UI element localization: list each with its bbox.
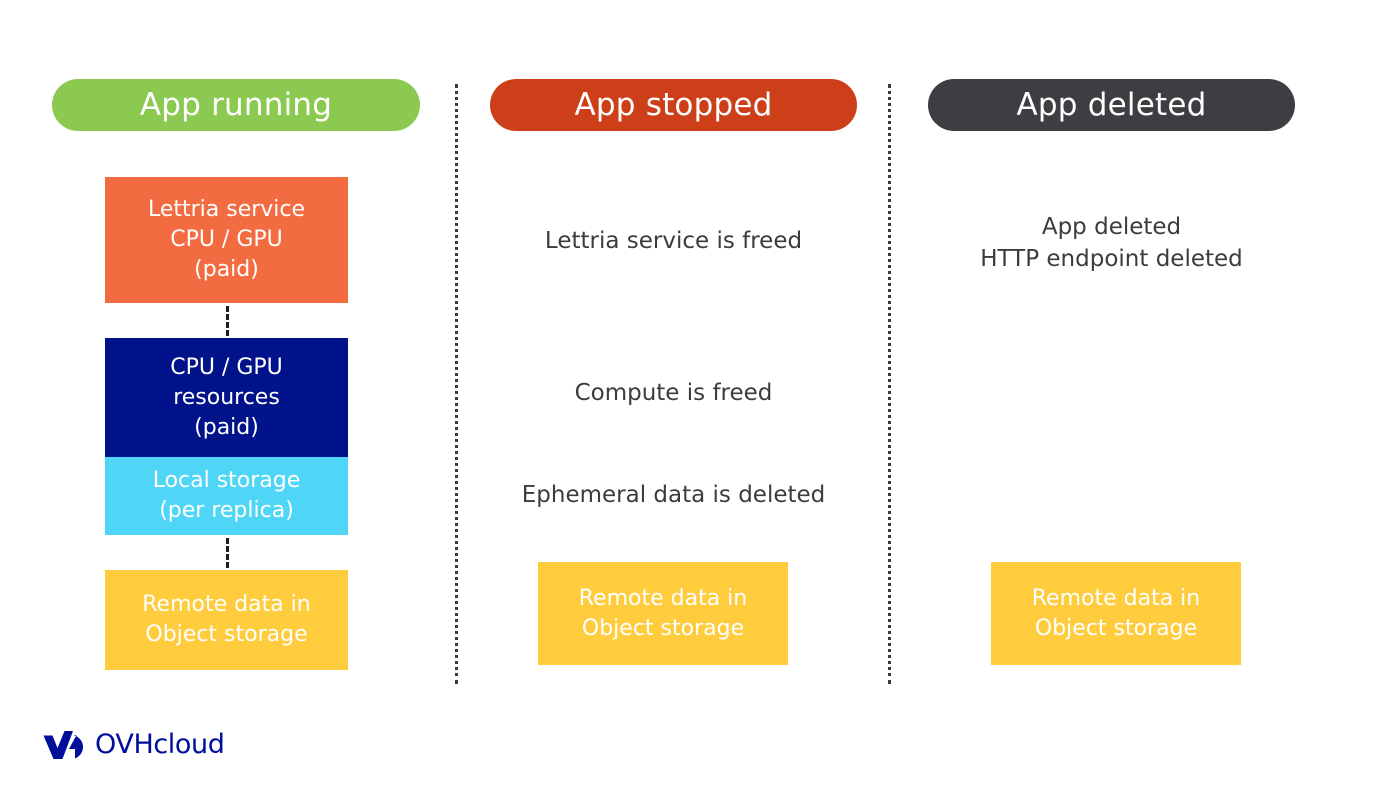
ovhcloud-logo: OVHcloud [42, 729, 225, 760]
block-line: Lettria service [147, 197, 306, 222]
block-remote-object-storage-running: Remote data in Object storage [105, 570, 348, 670]
block-line: Local storage [152, 468, 301, 493]
column-separator-2 [888, 84, 891, 684]
column-separator-1 [455, 84, 458, 684]
note-ephemeral-data-deleted: Ephemeral data is deleted [521, 482, 826, 508]
connector-lettria-to-compute [226, 306, 229, 336]
note-line: HTTP endpoint deleted [980, 246, 1243, 272]
block-remote-object-storage-deleted: Remote data in Object storage [991, 562, 1241, 665]
column-header-app-running: App running [52, 79, 420, 131]
block-line: Remote data in [1031, 585, 1201, 611]
note-app-deleted: App deleted HTTP endpoint deleted [928, 211, 1295, 275]
column-header-app-stopped: App stopped [490, 79, 857, 131]
note-lettria-service-freed: Lettria service is freed [544, 228, 803, 254]
block-line: Object storage [145, 622, 308, 647]
connector-local-to-remote [226, 538, 229, 568]
ovhcloud-logo-text: OVHcloud [95, 729, 225, 760]
block-line: Remote data in [578, 585, 748, 611]
column-header-app-deleted: App deleted [928, 79, 1295, 131]
block-local-storage: Local storage (per replica) [105, 457, 348, 535]
block-cpu-gpu-resources: CPU / GPU resources (paid) [105, 338, 348, 457]
block-line: CPU / GPU [170, 227, 283, 252]
note-line: App deleted [1041, 214, 1182, 240]
block-line: resources [173, 384, 280, 410]
ovhcloud-mark-icon [43, 731, 84, 759]
block-line: CPU / GPU [170, 354, 283, 380]
block-remote-object-storage-stopped: Remote data in Object storage [538, 562, 788, 665]
block-line: Object storage [581, 615, 745, 641]
block-lettria-service: Lettria service CPU / GPU (paid) [105, 177, 348, 303]
block-line: (paid) [194, 257, 259, 282]
block-line: (per replica) [159, 498, 294, 523]
block-line: Object storage [1034, 615, 1198, 641]
block-line: Remote data in [142, 592, 311, 617]
block-line: (paid) [194, 414, 259, 440]
note-compute-freed: Compute is freed [574, 380, 773, 406]
